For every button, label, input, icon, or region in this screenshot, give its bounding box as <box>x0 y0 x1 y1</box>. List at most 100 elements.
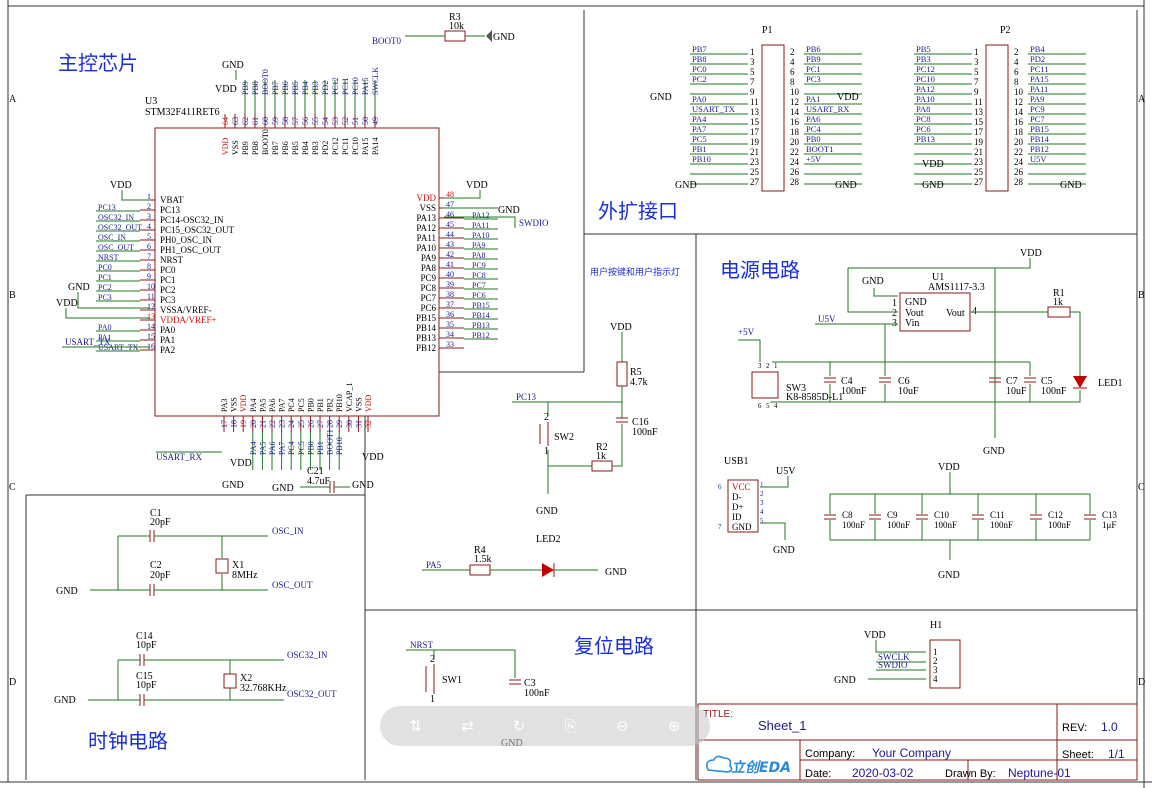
u3-bottom-pins: PA317VSS18VDD19PA420PA521PA622PA723PC424… <box>220 383 373 470</box>
decap-ref: C12 <box>1048 510 1063 520</box>
usb-pin-number: 1 <box>760 481 764 489</box>
sw2-pin: 1 <box>544 446 549 457</box>
u3-pin-number: 16 <box>147 342 155 351</box>
u3-pin-number: 36 <box>446 310 454 319</box>
u3-pin-name: PA2 <box>160 345 175 355</box>
header-pin-number: 4 <box>1014 57 1019 67</box>
u3-pin-number: 23 <box>278 420 287 428</box>
net-vdd-label: VDD <box>837 92 859 103</box>
c16-value: 100nF <box>632 427 658 438</box>
u3-pin-number: 58 <box>281 117 290 125</box>
usb-pin-number: 5 <box>760 517 764 525</box>
u3-pin-name: PB5 <box>291 141 300 155</box>
u3-net-label: BOOT0 <box>261 69 270 95</box>
u3-pin-name: NRST <box>160 255 184 265</box>
header-net-label: PB1 <box>692 144 707 154</box>
header-pin-number: 10 <box>790 87 800 97</box>
u1-ref: U1 <box>932 272 944 283</box>
sw3-pin-number: 3 <box>758 362 762 370</box>
u3-net-label: PA0 <box>98 323 112 332</box>
u3-net-label: PA4 <box>249 442 258 456</box>
header-net-label: PA12 <box>916 84 935 94</box>
row-marker: B <box>1138 290 1145 301</box>
u3-net-label: PB14 <box>472 311 490 320</box>
u3-pin-name: VDD <box>221 137 230 155</box>
u3-pin-number: 9 <box>147 272 151 281</box>
header-pin-number: 15 <box>750 117 760 127</box>
x2-ref: X2 <box>240 673 252 684</box>
header-pin-number: 26 <box>790 167 800 177</box>
crop-icon[interactable]: ⎘ <box>564 717 577 735</box>
u3-pin-name: PA1 <box>160 335 175 345</box>
u3-pin-number: 63 <box>231 117 240 125</box>
u3-pin-number: 46 <box>446 210 454 219</box>
net-swdio: SWDIO <box>519 218 549 228</box>
u3-pin-name: PB10 <box>335 394 344 412</box>
net-gnd-label: GND <box>773 545 795 556</box>
decap-value: 100nF <box>887 520 910 530</box>
u3-pin-number: 13 <box>147 312 155 321</box>
u3-pin-number: 19 <box>239 420 248 428</box>
swap-icon[interactable]: ⇄ <box>461 717 474 735</box>
header-pin-number: 27 <box>974 177 984 187</box>
u3-net-label: PC9 <box>472 261 486 270</box>
header-net-label: PB5 <box>916 44 931 54</box>
u3-pin-name: PB13 <box>416 333 437 343</box>
header-pin-number: 1 <box>974 47 979 57</box>
rotate-icon[interactable]: ↻ <box>512 717 526 735</box>
u3-part: STM32F411RET6 <box>145 107 220 118</box>
header-pin-number: 18 <box>790 127 800 137</box>
usb-pin-name: D+ <box>732 502 744 512</box>
u3-pin-number: 28 <box>326 420 335 428</box>
u3-pin-number: 17 <box>220 420 229 428</box>
c4-value: 100nF <box>841 386 867 397</box>
r3-ref: R3 <box>449 12 461 23</box>
u3-pin-number: 31 <box>354 420 363 428</box>
net-gnd-label: GND <box>922 180 944 191</box>
u3-net-label: PB12 <box>472 331 490 340</box>
header-net-label: PC8 <box>916 114 931 124</box>
u3-pin-number: 54 <box>321 117 330 125</box>
net-gnd-label: GND <box>983 446 1005 457</box>
u3-net-label: PB5 <box>291 81 300 95</box>
u3-pin-name: VDD <box>417 193 437 203</box>
header-net-label: PC7 <box>1030 114 1045 124</box>
u3-net-label: PB1 <box>316 441 325 455</box>
u3-pin-name: PA13 <box>416 213 436 223</box>
section-title-clock: 时钟电路 <box>88 729 168 753</box>
sw3-pin-number: 6 <box>758 402 762 410</box>
u3-pin-number: 55 <box>311 117 320 125</box>
decap-value: 1μF <box>1102 520 1116 530</box>
x1-ref: X1 <box>232 560 244 571</box>
u1-vout-pin: Vout <box>905 308 924 319</box>
header-net-label: PA8 <box>916 104 930 114</box>
usb-pin-name: GND <box>732 522 752 532</box>
u3-pin-number: 18 <box>230 420 239 428</box>
u3-net-label: SWCLK <box>371 67 380 95</box>
header-pin-number: 24 <box>790 157 800 167</box>
zoom-in-icon[interactable]: ⊕ <box>667 717 681 735</box>
u3-pin-name: PA4 <box>249 399 258 413</box>
u3-pin-number: 40 <box>446 270 454 279</box>
c3-value: 100nF <box>524 688 550 699</box>
u3-pin-name: PH0_OSC_IN <box>160 235 213 245</box>
sw3-pin-number: 2 <box>766 362 770 370</box>
u3-pin-name: PC1 <box>160 275 176 285</box>
header-net-label: PB6 <box>806 44 821 54</box>
header-pin-number: 8 <box>1014 77 1019 87</box>
u1-part: AMS1117-3.3 <box>928 282 985 293</box>
header-pin-number: 21 <box>974 147 983 157</box>
header-net-label: USART_TX <box>692 104 735 114</box>
net-pa5: PA5 <box>426 560 442 570</box>
u3-net-label: PC13 <box>98 203 116 212</box>
net-osc32-in: OSC32_IN <box>287 650 328 660</box>
header-pin-number: 10 <box>1014 87 1024 97</box>
header-pin-number: 16 <box>1014 117 1024 127</box>
u3-pin-number: 34 <box>446 330 454 339</box>
r2-value: 1k <box>596 451 606 462</box>
flip-icon[interactable]: ⇅ <box>409 717 423 735</box>
zoom-out-icon[interactable]: ⊖ <box>616 717 629 735</box>
u3-pin-number: 38 <box>446 290 454 299</box>
header-net-label: PB13 <box>916 134 935 144</box>
